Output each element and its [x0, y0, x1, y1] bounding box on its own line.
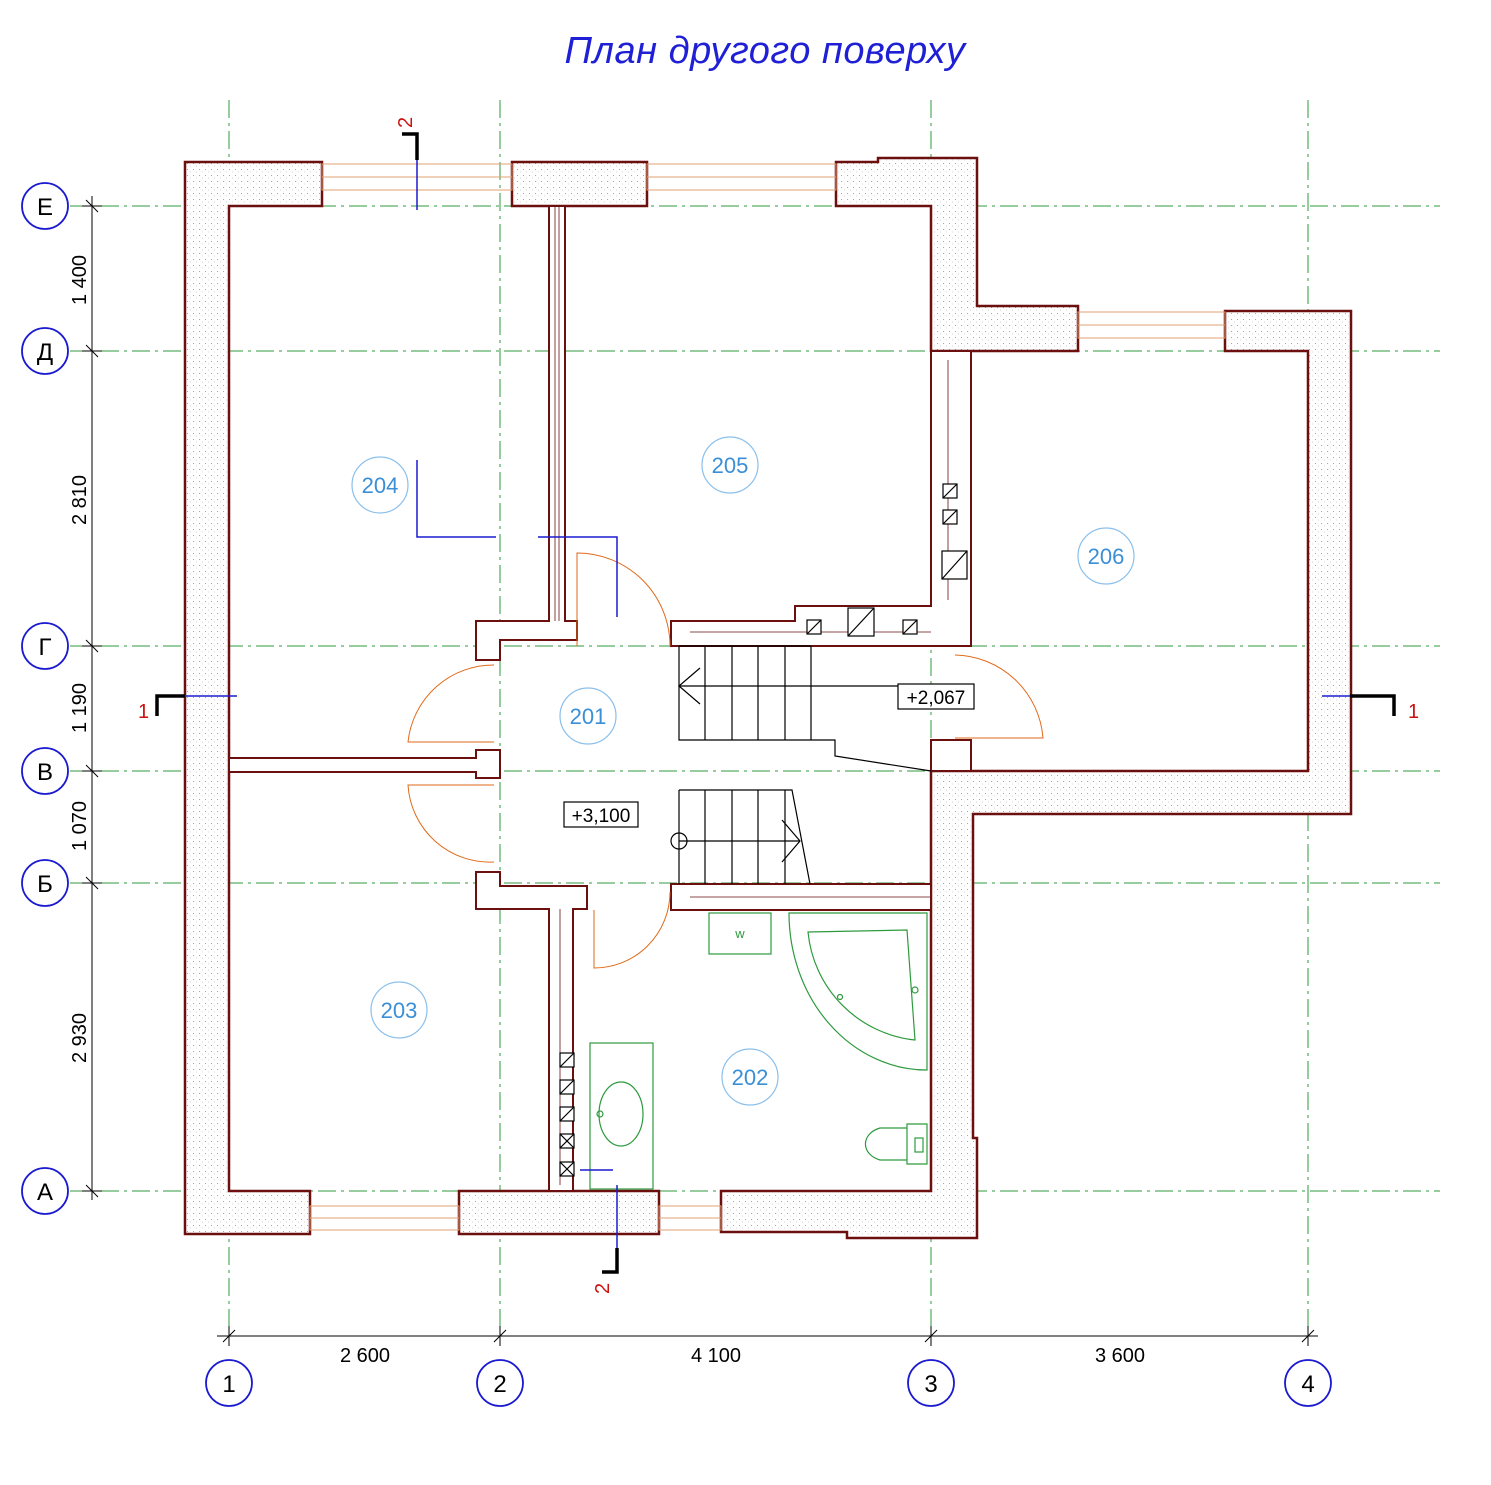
dim-v-3: 1 190	[69, 683, 91, 733]
dim-h-1: 2 600	[340, 1345, 390, 1367]
sink-icon	[598, 1081, 644, 1147]
section-2-top: 2	[395, 117, 417, 128]
washer-label: w	[734, 926, 745, 941]
dim-h-3: 3 600	[1095, 1345, 1145, 1367]
room-206: 206	[1088, 544, 1125, 569]
level-2067: +2,067	[907, 688, 966, 709]
dim-v-2: 2 810	[69, 475, 91, 525]
section-2-bottom: 2	[592, 1283, 614, 1294]
axis-label-2: 2	[493, 1371, 506, 1398]
room-203: 203	[381, 998, 418, 1023]
partitions	[228, 205, 972, 1192]
dim-v-4: 1 070	[69, 801, 91, 851]
room-labels	[351, 436, 1135, 1106]
axis-label-G: Г	[39, 634, 52, 661]
wall-left	[183, 160, 324, 1236]
level-marks	[563, 683, 975, 828]
room-204: 204	[362, 473, 399, 498]
axis-label-A: А	[37, 1179, 53, 1206]
washer-box	[708, 912, 772, 955]
level-3100: +3,100	[572, 806, 631, 827]
section-lines	[185, 142, 1350, 1248]
wall-top-right	[834, 156, 1080, 353]
room-201: 201	[570, 704, 607, 729]
toilet-icon	[864, 1123, 928, 1165]
grid-lines	[70, 100, 1440, 1330]
brick-hatching	[554, 206, 949, 1185]
wall-bottom-middle	[457, 1189, 661, 1236]
staircase	[670, 645, 932, 885]
axis-label-E: Е	[37, 194, 53, 221]
axis-label-B: Б	[37, 871, 53, 898]
wall-right-wing	[719, 309, 1353, 1240]
door-swings	[407, 552, 1044, 969]
wall-top-middle	[510, 160, 649, 208]
dim-h-2: 4 100	[691, 1345, 741, 1367]
room-205: 205	[712, 453, 749, 478]
page-title: План другого поверху	[564, 30, 966, 72]
axis-label-V: В	[37, 759, 53, 786]
vent-boxes	[559, 483, 968, 1177]
dim-v-5: 2 930	[69, 1013, 91, 1063]
dimension-lines	[82, 196, 1318, 1346]
section-cut-marks	[155, 132, 1396, 1274]
axis-label-4: 4	[1301, 1371, 1314, 1398]
bathtub-icon	[788, 912, 928, 1071]
section-1-left: 1	[138, 701, 149, 723]
section-1-right: 1	[1408, 701, 1419, 723]
room-202: 202	[732, 1065, 769, 1090]
axis-bubbles	[21, 182, 1332, 1407]
axis-label-3: 3	[924, 1371, 937, 1398]
vanity-box	[589, 1042, 654, 1190]
axis-label-1: 1	[222, 1371, 235, 1398]
axis-label-D: Д	[37, 339, 53, 366]
dim-v-1: 1 400	[69, 255, 91, 305]
bath-fixtures	[589, 912, 928, 1190]
